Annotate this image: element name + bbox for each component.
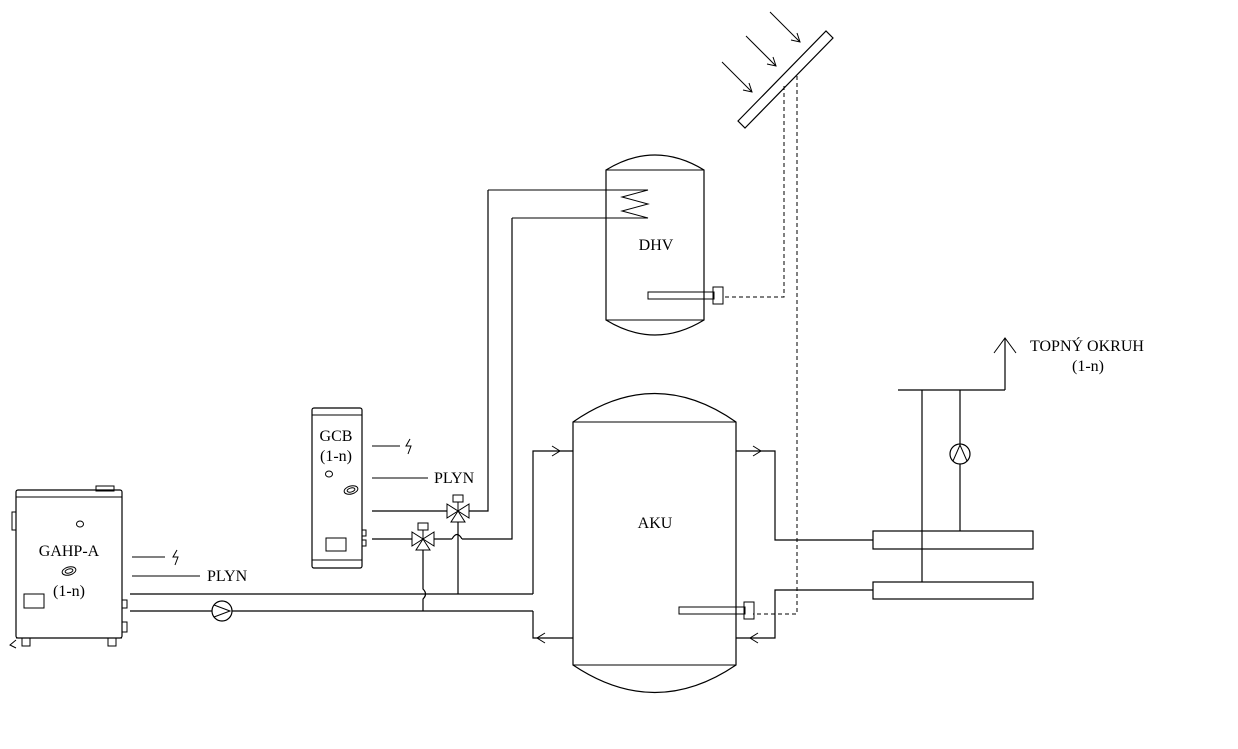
return-manifold <box>872 581 1034 600</box>
supply-manifold <box>872 530 1034 550</box>
buffer-hot-outlet-pipe <box>736 450 873 541</box>
lightning-icon <box>172 549 179 566</box>
heating-circuit-label: TOPNÝ OKRUH <box>1030 336 1144 355</box>
gcb-label: GCB <box>320 428 353 445</box>
buffer-inlet-pipe <box>532 450 573 594</box>
solar-flow-line <box>753 76 798 615</box>
gcb-unit: GCB (1-n) <box>311 407 367 569</box>
dhw-coil-flow-pipe <box>469 190 489 512</box>
dhw-tank: DHV <box>605 154 705 336</box>
flow-arrow <box>752 445 762 457</box>
dhw-tank-label: DHV <box>639 237 674 254</box>
buffer-cold-inlet-pipe <box>736 589 873 639</box>
buffer-tank: AKU <box>572 392 737 694</box>
gahp-count-label: (1-n) <box>53 583 85 600</box>
pump-icon <box>949 443 971 465</box>
gahp-unit: GAHP-A (1-n) <box>9 485 128 649</box>
lightning-icon <box>405 438 412 455</box>
three-way-valve-icon <box>446 494 470 523</box>
buffer-outlet-pipe <box>532 611 573 639</box>
gcb-count-label: (1-n) <box>320 448 352 465</box>
pipe-crossover <box>451 533 463 540</box>
coil-icon <box>488 189 650 219</box>
dhw-coil-return-pipe <box>462 218 513 540</box>
gcb-gas-label: PLYN <box>434 470 475 487</box>
gahp-label: GAHP-A <box>39 543 100 560</box>
solar-collector-icon <box>721 11 834 129</box>
up-arrow-icon <box>993 337 1017 354</box>
flow-arrow <box>551 445 561 457</box>
temperature-sensor-icon <box>647 286 724 305</box>
pipe-crossover <box>422 550 427 611</box>
three-way-valve-icon <box>411 522 435 551</box>
solar-return-line <box>723 86 785 298</box>
heating-circuit-count-label: (1-n) <box>1072 358 1104 375</box>
temperature-sensor-icon <box>678 601 755 620</box>
buffer-tank-label: AKU <box>638 515 673 532</box>
flow-arrow <box>749 632 759 644</box>
gahp-gas-label: PLYN <box>207 568 248 585</box>
flow-arrow <box>536 632 546 644</box>
pump-icon <box>211 600 233 622</box>
